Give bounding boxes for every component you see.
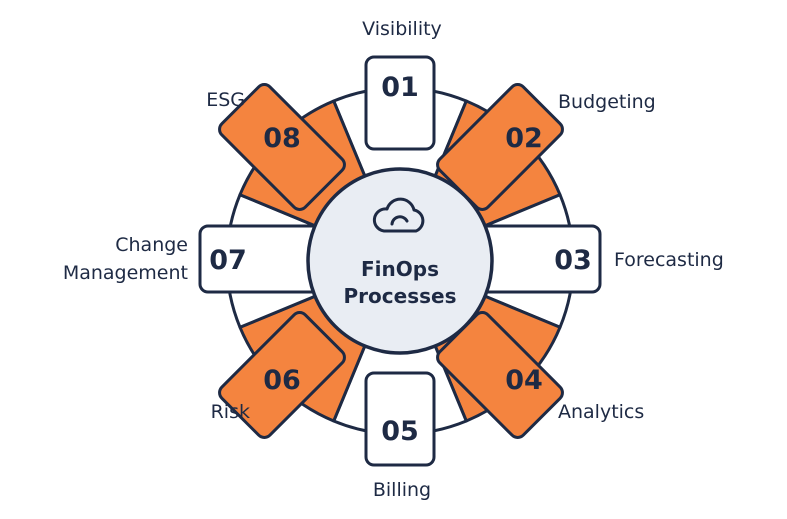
label-forecasting: Forecasting (614, 249, 724, 271)
label-esg: ESG (206, 89, 245, 111)
label-billing: Billing (373, 479, 431, 501)
center-circle (306, 167, 494, 355)
cloud-icon (372, 197, 425, 233)
step-number-04: 04 (505, 365, 543, 396)
gear-teeth (198, 55, 602, 467)
step-number-05: 05 (381, 416, 419, 447)
tooth-06 (218, 311, 346, 439)
label-risk: Risk (211, 401, 250, 423)
step-number-01: 01 (381, 72, 419, 103)
step-number-02: 02 (505, 123, 543, 154)
step-numbers: 01 02 03 04 05 06 07 08 (209, 72, 592, 447)
step-number-03: 03 (554, 245, 592, 276)
label-budgeting: Budgeting (558, 91, 656, 113)
process-labels: Visibility Budgeting Forecasting Analyti… (63, 18, 724, 501)
center-title-line2: Processes (344, 284, 457, 308)
label-management: Management (63, 262, 188, 284)
tooth-08 (218, 83, 346, 211)
tooth-01 (364, 55, 436, 151)
label-analytics: Analytics (558, 401, 644, 423)
label-change: Change (115, 234, 188, 256)
center-hub: FinOps Processes (306, 167, 494, 355)
label-visibility: Visibility (362, 18, 442, 40)
step-number-07: 07 (209, 245, 247, 276)
step-number-08: 08 (263, 123, 301, 154)
step-number-06: 06 (263, 365, 301, 396)
tooth-05 (364, 371, 436, 467)
center-title-line1: FinOps (361, 257, 439, 281)
